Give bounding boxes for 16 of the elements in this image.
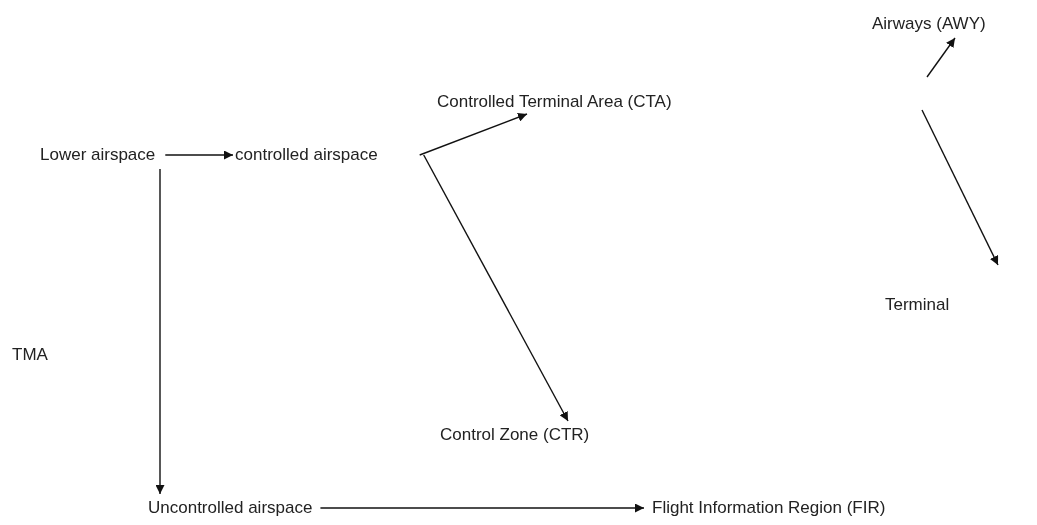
arrow bbox=[926, 37, 956, 78]
node-label: Terminal bbox=[885, 295, 950, 315]
node-label: Flight Information Region (FIR) bbox=[652, 498, 886, 518]
arrow bbox=[921, 109, 999, 266]
node-label: Control Zone (CTR) bbox=[440, 425, 590, 445]
node-label: Airways (AWY) bbox=[872, 14, 986, 34]
node-label: TMA bbox=[12, 345, 48, 365]
node-label: Controlled Terminal Area (CTA) bbox=[437, 92, 672, 112]
node-label: controlled airspace bbox=[235, 145, 378, 165]
arrow bbox=[155, 168, 165, 495]
arrow bbox=[164, 150, 234, 160]
arrow bbox=[319, 503, 645, 513]
node-label: Uncontrolled airspace bbox=[148, 498, 313, 518]
arrow bbox=[419, 113, 528, 156]
node-label: Lower airspace bbox=[40, 145, 156, 165]
arrow bbox=[423, 154, 569, 422]
